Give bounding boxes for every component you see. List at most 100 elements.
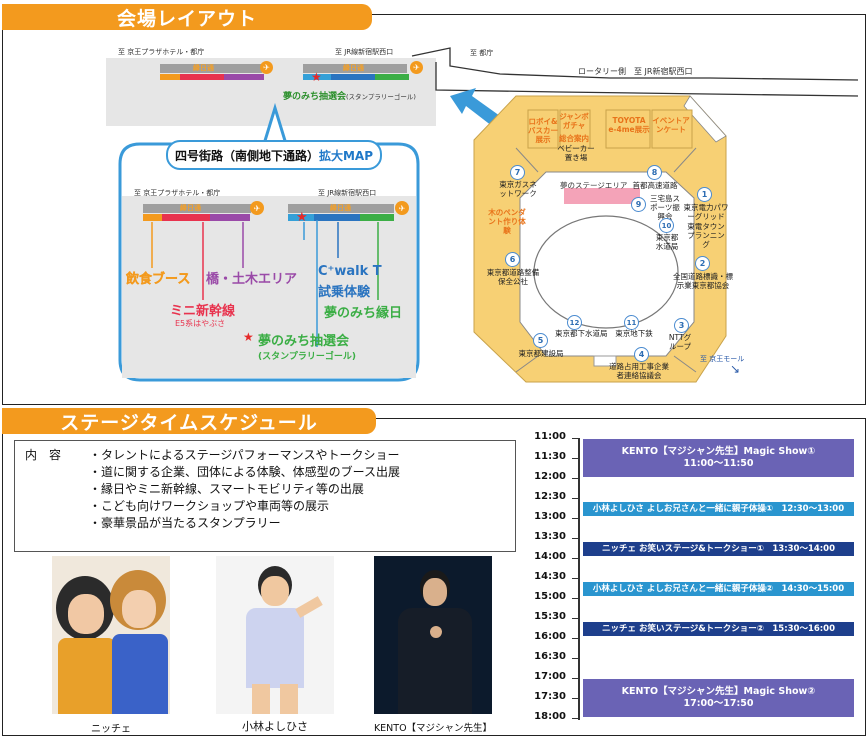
top-right-plane-icon: ✈ (410, 61, 423, 74)
booth-baby-label: ベビーカー置き場 (557, 144, 595, 162)
zoom-bar-right-label: 縁日通 (330, 204, 351, 212)
booth-2-label: 全国道路標識・標示業東京都協会 (673, 272, 733, 290)
time-label: 11:00 (534, 431, 566, 442)
time-tick (572, 578, 580, 579)
schedule-event-title: KENTO【マジシャン先生】Magic Show① (621, 446, 816, 457)
zoom-right-green (360, 214, 394, 221)
top-right-green (375, 74, 409, 80)
zoom-title: 四号街路（南側地下通路）拡大MAP (166, 140, 382, 170)
top-mid-direction: 至 JR線新宿駅西口 (335, 48, 394, 56)
nicche-photo (52, 556, 170, 714)
contents-item: ・こども向けワークショップや車両等の展示 (89, 499, 330, 513)
schedule-event-title: ニッチェ お笑いステージ&トークショー① 13:30～14:00 (601, 544, 835, 554)
booth-wood-label: 木のペンダント作り体験 (488, 208, 526, 235)
contents-label: 内 容 (25, 448, 62, 462)
contents-item: ・豪華景品が当たるスタンプラリー (89, 516, 281, 530)
time-tick (572, 438, 580, 439)
booth-11-number: 11 (624, 315, 639, 330)
top-booth-bar-right (303, 64, 407, 73)
top-left-red (180, 74, 224, 80)
time-tick (572, 638, 580, 639)
time-label: 15:00 (534, 591, 566, 602)
top-left-purple (224, 74, 264, 80)
schedule-event-title: 小林よしひさ よしお兄さんと一緒に親子体操② 14:30～15:00 (592, 584, 845, 594)
booth-6-number: 6 (505, 252, 520, 267)
time-label: 16:00 (534, 631, 566, 642)
top-booth-bar-left-label: 縁日通 (193, 64, 214, 72)
booth-1b-label: 東電タウンプランニング (687, 222, 725, 249)
bridge-area-label: 橋・土木エリア (206, 272, 298, 287)
contents-item: ・縁日やミニ新幹線、スマートモビリティ等の出展 (89, 482, 364, 496)
time-tick (572, 658, 580, 659)
booth-2-number: 2 (695, 256, 710, 271)
zoom-mid-direction: 至 JR線新宿駅西口 (318, 189, 377, 197)
south-direction-arrow-icon: ↘ (730, 362, 741, 376)
time-tick (572, 678, 580, 679)
booth-10-label: 東京都水道局 (655, 233, 679, 251)
booth-8-number: 8 (647, 165, 662, 180)
south-direction: 至 京王モール (700, 355, 745, 363)
schedule-event: ニッチェ お笑いステージ&トークショー① 13:30～14:00 (583, 542, 854, 556)
time-tick (572, 558, 580, 559)
zoom-bubble (118, 102, 420, 382)
top-lottery-sub: (スタンプラリーゴール) (346, 93, 416, 101)
cwalk-label: C⁺walk T (318, 264, 382, 279)
booth-9-number: 9 (631, 197, 646, 212)
timeline-axis (578, 438, 580, 720)
time-label: 17:00 (534, 671, 566, 682)
zoom-bar-left (143, 204, 251, 213)
top-booth-bar-left (160, 64, 262, 73)
booth-event-label: イベントアンケート (652, 116, 690, 134)
kento-photo (374, 556, 492, 714)
zoom-left-direction: 至 京王プラザホテル・都庁 (134, 189, 221, 197)
lottery-label: 夢のみち抽選会 (258, 334, 350, 349)
booth-7-number: 7 (510, 165, 525, 180)
time-label: 11:30 (534, 451, 566, 462)
contents-box: 内 容 ・タレントによるステージパフォーマンスやトークショー ・道に関する企業、… (14, 440, 516, 552)
top-lottery-text: 夢のみち抽選会 (283, 92, 347, 102)
lottery-sub-label: (スタンプラリーゴール) (258, 352, 356, 362)
time-tick (572, 718, 580, 719)
zoom-right-blue (288, 214, 314, 221)
time-label: 13:00 (534, 511, 566, 522)
contents-list: ・タレントによるステージパフォーマンスやトークショー ・道に関する企業、団体によ… (89, 447, 400, 532)
top-right-blue (303, 74, 331, 80)
time-label: 14:00 (534, 551, 566, 562)
top-star-icon: ★ (311, 70, 322, 84)
schedule-event: ニッチェ お笑いステージ&トークショー② 15:30～16:00 (583, 622, 854, 636)
plaza-map (473, 95, 727, 383)
time-tick (572, 538, 580, 539)
zoom-bar-left-label: 縁日通 (180, 204, 201, 212)
time-tick (572, 478, 580, 479)
rotary-direction: ロータリー側 至 JR新宿駅西口 (578, 67, 693, 76)
stage-area-label: 夢のステージエリア (560, 181, 628, 190)
booth-gacha-label: ジャンボガチャ (559, 112, 589, 130)
ennichi-label: 夢のみち縁日 (324, 306, 403, 321)
cwalk-sub-label: 試乗体験 (318, 285, 371, 300)
time-label: 18:00 (534, 711, 566, 722)
time-label: 16:30 (534, 651, 566, 662)
time-label: 14:30 (534, 571, 566, 582)
booth-1-label: 東京電力パワーグリッド (683, 203, 729, 221)
zoom-left-purple (210, 214, 250, 221)
schedule-event-title: ニッチェ お笑いステージ&トークショー② 15:30～16:00 (601, 624, 835, 634)
top-left-direction: 至 京王プラザホテル・都庁 (118, 48, 205, 56)
booth-toyota-label: TOYOTA e-4me展示 (608, 116, 650, 134)
talent-name-kobayashi: 小林よしひさ (242, 720, 308, 733)
zoom-right-plane-icon: ✈ (395, 201, 409, 215)
booth-10-number: 10 (659, 218, 674, 233)
layout-section-title: 会場レイアウト (2, 4, 372, 30)
booth-9-label: 三宅島スポーツ振興会 (650, 194, 680, 221)
booth-3-label: NTTグループ (668, 333, 692, 351)
zoom-left-plane-icon: ✈ (250, 201, 264, 215)
time-tick (572, 598, 580, 599)
top-left-plane-icon: ✈ (260, 61, 273, 74)
contents-item: ・道に関する企業、団体による体験、体感型のブース出展 (89, 465, 401, 479)
lottery-star-icon: ★ (243, 330, 254, 344)
zoom-leader-lines (151, 220, 379, 347)
time-tick (572, 698, 580, 699)
booth-3-number: 3 (674, 318, 689, 333)
zoom-star-icon: ★ (296, 210, 308, 225)
time-label: 12:00 (534, 471, 566, 482)
